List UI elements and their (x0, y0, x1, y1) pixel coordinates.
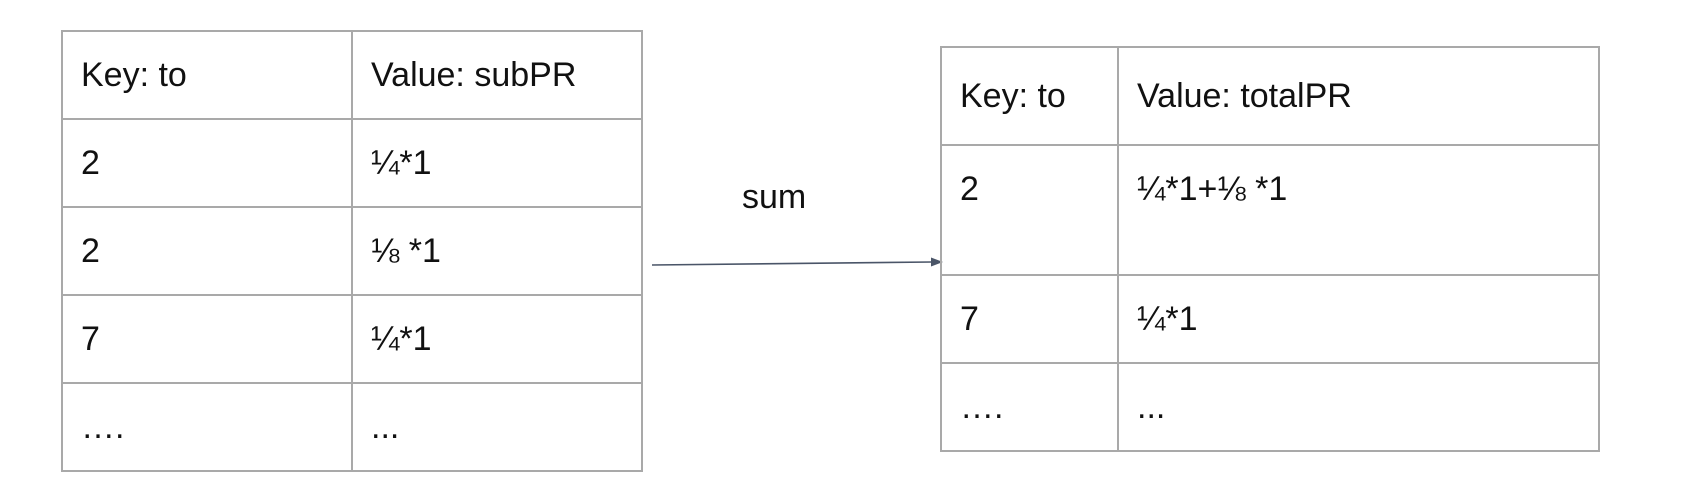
arrow-line (651, 261, 933, 266)
key-header: Key: to (940, 46, 1119, 146)
key-cell: 7 (940, 274, 1119, 364)
value-cell: ¼*1 (1117, 274, 1600, 364)
table-row: 2 ¼*1+⅛ *1 (940, 144, 1600, 276)
table-header-row: Key: to Value: totalPR (940, 46, 1600, 146)
table-header-row: Key: to Value: subPR (61, 30, 643, 120)
totalpr-table: Key: to Value: totalPR 2 ¼*1+⅛ *1 7 ¼*1 … (940, 46, 1600, 452)
value-cell: ... (351, 382, 643, 472)
key-cell: 2 (940, 144, 1119, 276)
table-row: 7 ¼*1 (61, 294, 643, 384)
key-cell: …. (940, 362, 1119, 452)
key-cell: 7 (61, 294, 353, 384)
value-cell: ¼*1 (351, 294, 643, 384)
table-row: 7 ¼*1 (940, 274, 1600, 364)
key-cell: 2 (61, 118, 353, 208)
value-cell: ⅛ *1 (351, 206, 643, 296)
table-row: …. ... (61, 382, 643, 472)
key-cell: …. (61, 382, 353, 472)
subpr-table: Key: to Value: subPR 2 ¼*1 2 ⅛ *1 7 ¼*1 … (61, 30, 643, 472)
value-cell: ¼*1+⅛ *1 (1117, 144, 1600, 276)
key-cell: 2 (61, 206, 353, 296)
key-header: Key: to (61, 30, 353, 120)
table-row: …. ... (940, 362, 1600, 452)
value-header: Value: totalPR (1117, 46, 1600, 146)
table-row: 2 ¼*1 (61, 118, 643, 208)
value-header: Value: subPR (351, 30, 643, 120)
value-cell: ¼*1 (351, 118, 643, 208)
value-cell: ... (1117, 362, 1600, 452)
table-row: 2 ⅛ *1 (61, 206, 643, 296)
sum-label: sum (742, 178, 807, 216)
